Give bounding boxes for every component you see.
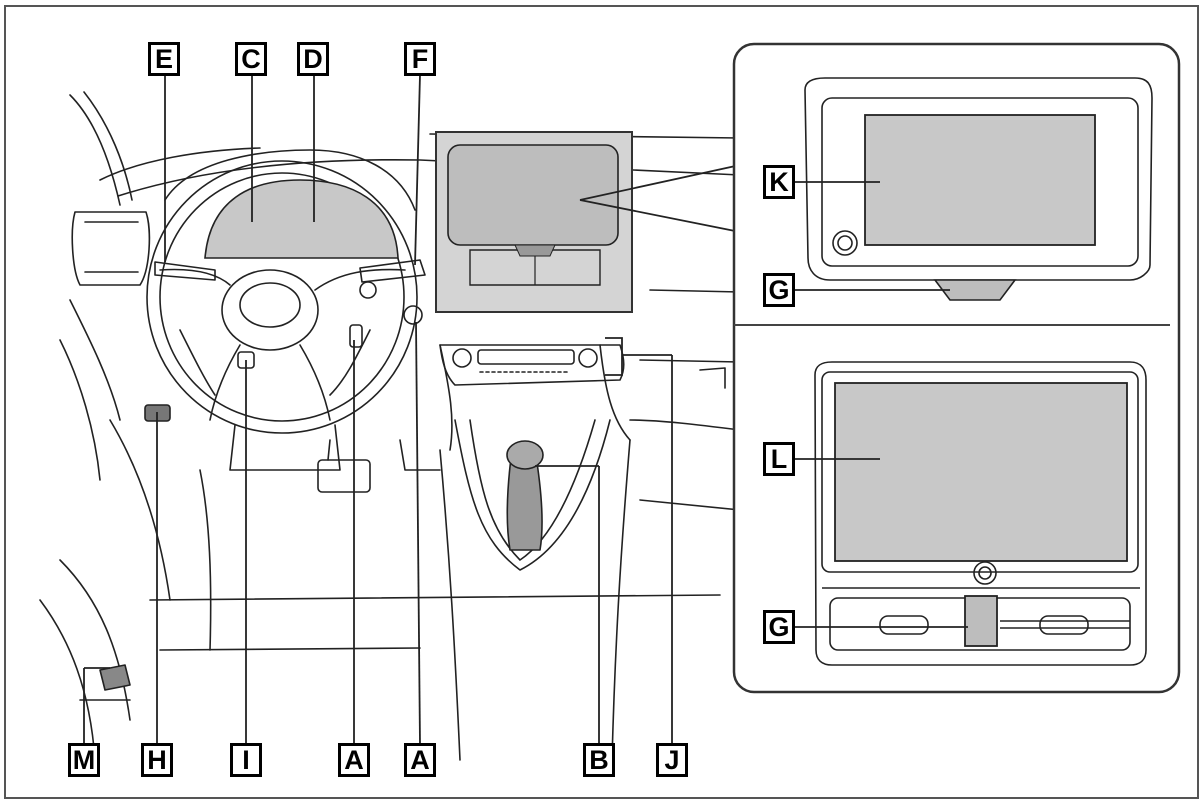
display-k-screen: [864, 114, 1096, 246]
label-a-right: A: [404, 743, 436, 777]
label-f: F: [404, 42, 436, 76]
dashboard-drawing: [39, 91, 741, 761]
label-a-left: A: [338, 743, 370, 777]
label-m: M: [68, 743, 100, 777]
label-c: C: [235, 42, 267, 76]
display-l-screen: [834, 382, 1128, 562]
instrument-cluster-highlight: [204, 179, 399, 259]
label-k: K: [763, 165, 795, 199]
label-d: D: [297, 42, 329, 76]
label-g-lower: G: [763, 610, 795, 644]
label-g-upper: G: [763, 273, 795, 307]
g-lower-knob: [964, 595, 998, 647]
label-b: B: [583, 743, 615, 777]
label-l: L: [763, 442, 795, 476]
steering-wheel-rim: [146, 160, 418, 434]
steering-wheel-hub: [221, 269, 319, 351]
g-upper-knob: [933, 279, 1017, 301]
outer-border: [4, 5, 1199, 799]
label-i: I: [230, 743, 262, 777]
label-j: J: [656, 743, 688, 777]
callout-lines: [83, 74, 741, 746]
label-e: E: [148, 42, 180, 76]
label-h: H: [141, 743, 173, 777]
